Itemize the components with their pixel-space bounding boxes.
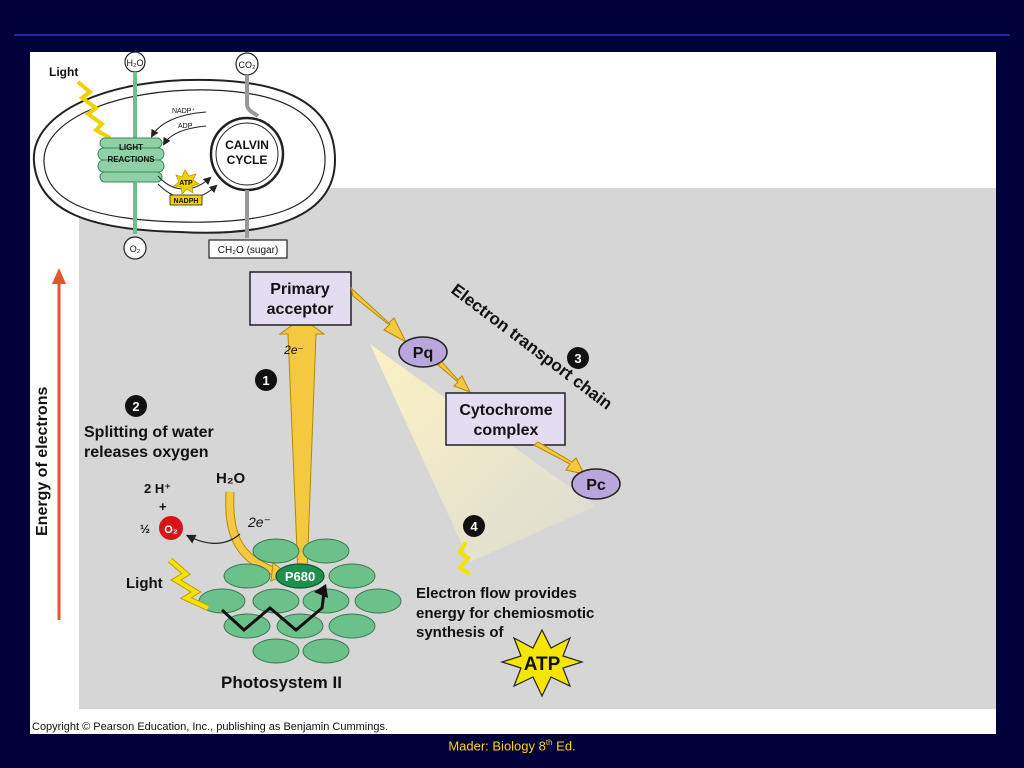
light-reactions-line2: REACTIONS	[107, 155, 155, 164]
primary-acceptor-line1: Primary	[270, 281, 330, 298]
adp-label: ADP	[178, 123, 193, 130]
oxygen-release-arrow	[185, 533, 241, 544]
o2-circle	[123, 236, 147, 260]
nadp-arrow	[151, 111, 207, 138]
primary-acceptor-box	[249, 271, 352, 326]
chloroplast-inner	[43, 89, 326, 223]
o2-red-circle	[159, 516, 183, 540]
nadph-box	[169, 194, 203, 206]
light-photon-icon	[168, 558, 209, 610]
pc-oval	[571, 468, 621, 500]
diagram-panel: Light H₂O CO₂ LIGHT REACTIONS	[30, 52, 996, 734]
atp-small-burst-icon	[173, 169, 200, 195]
step3-circle	[567, 347, 589, 369]
pq-label: Pq	[413, 345, 433, 362]
h2o-main-label: H₂O	[216, 470, 245, 487]
step3-number: 3	[574, 351, 581, 366]
half-label: ½	[140, 522, 150, 536]
cytochrome-box	[445, 392, 566, 446]
pc-label: Pc	[586, 477, 606, 494]
nadph-label: NADPH	[174, 198, 199, 205]
plus-label: +	[159, 499, 167, 514]
arrow-cytochrome-to-pc	[533, 441, 585, 475]
energy-axis-arrowhead	[52, 268, 66, 284]
adp-arrow	[162, 125, 207, 146]
co2-label: CO₂	[239, 60, 257, 70]
pq-oval	[398, 336, 448, 368]
step2-line2: releases oxygen	[84, 444, 209, 461]
water-electron-arrow	[226, 491, 278, 576]
co2-arrow	[245, 75, 260, 118]
antenna-complex	[198, 538, 402, 664]
cytochrome-line2: complex	[474, 422, 539, 439]
gray-background	[79, 188, 996, 709]
title-rule	[14, 34, 1010, 36]
energy-axis-label: Energy of electrons	[34, 387, 51, 536]
atp-burst-label: ATP	[524, 654, 561, 675]
primary-acceptor-line2: acceptor	[267, 301, 334, 318]
copyright-text: Copyright © Pearson Education, Inc., pub…	[32, 721, 388, 733]
two-e-lower-label: 2e⁻	[247, 514, 271, 530]
calvin-line1: CALVIN	[225, 138, 269, 152]
light-label: Light	[49, 65, 78, 79]
step4-line3: synthesis of	[416, 624, 505, 641]
arrow-acceptor-to-pq	[350, 286, 408, 344]
step2-number: 2	[132, 399, 139, 414]
energy-transfer-path	[220, 592, 326, 632]
calvin-line2: CYCLE	[227, 153, 268, 167]
step4-circle	[463, 515, 485, 537]
chloroplast-outer	[32, 78, 337, 234]
two-e-top-label: 2e⁻	[283, 343, 304, 357]
nadp-label: NADP⁺	[172, 107, 195, 115]
footer-superscript: th	[545, 738, 553, 747]
photosystem-ii-label: Photosystem II	[221, 673, 342, 692]
arrow-pq-to-cytochrome	[437, 361, 472, 393]
o2-label: O₂	[130, 244, 141, 254]
atp-burst-icon	[500, 628, 584, 698]
footer-suffix: Ed.	[552, 738, 576, 754]
step4-number: 4	[470, 519, 478, 534]
atp-small-label: ATP	[179, 180, 193, 187]
two-h-plus-label: 2 H⁺	[144, 481, 171, 496]
footer-caption: Mader: Biology 8th Ed.	[0, 738, 1024, 753]
energy-transfer-arrowhead	[314, 584, 328, 598]
footer-text: Mader: Biology 8	[448, 738, 546, 754]
h2o-label: H₂O	[127, 58, 144, 68]
step2-line1: Splitting of water	[84, 424, 214, 441]
energy-beam	[370, 344, 596, 562]
step1-number: 1	[262, 373, 269, 388]
step2-circle	[125, 395, 147, 417]
calvin-cycle-inner	[215, 122, 279, 186]
step4-line2: energy for chemiosmotic	[416, 605, 594, 622]
sugar-box	[208, 239, 288, 259]
light-reactions-line1: LIGHT	[119, 143, 143, 152]
ps-light-label: Light	[126, 575, 163, 592]
p680-oval	[275, 563, 325, 589]
step1-circle	[255, 369, 277, 391]
light-reactions-stack	[97, 137, 165, 183]
cytochrome-line1: Cytochrome	[459, 402, 552, 419]
light-ray-icon	[76, 80, 111, 140]
o2-red-label: O₂	[164, 524, 178, 536]
chloroplast-overview: Light H₂O CO₂ LIGHT REACTIONS	[32, 52, 337, 260]
sugar-label: CH₂O (sugar)	[218, 245, 279, 256]
p680-label: P680	[285, 569, 315, 584]
photosystem-diagram: Light H₂O CO₂ LIGHT REACTIONS	[32, 52, 996, 733]
step4-spark-icon	[457, 540, 472, 576]
step4-line1: Electron flow provides	[416, 585, 577, 602]
